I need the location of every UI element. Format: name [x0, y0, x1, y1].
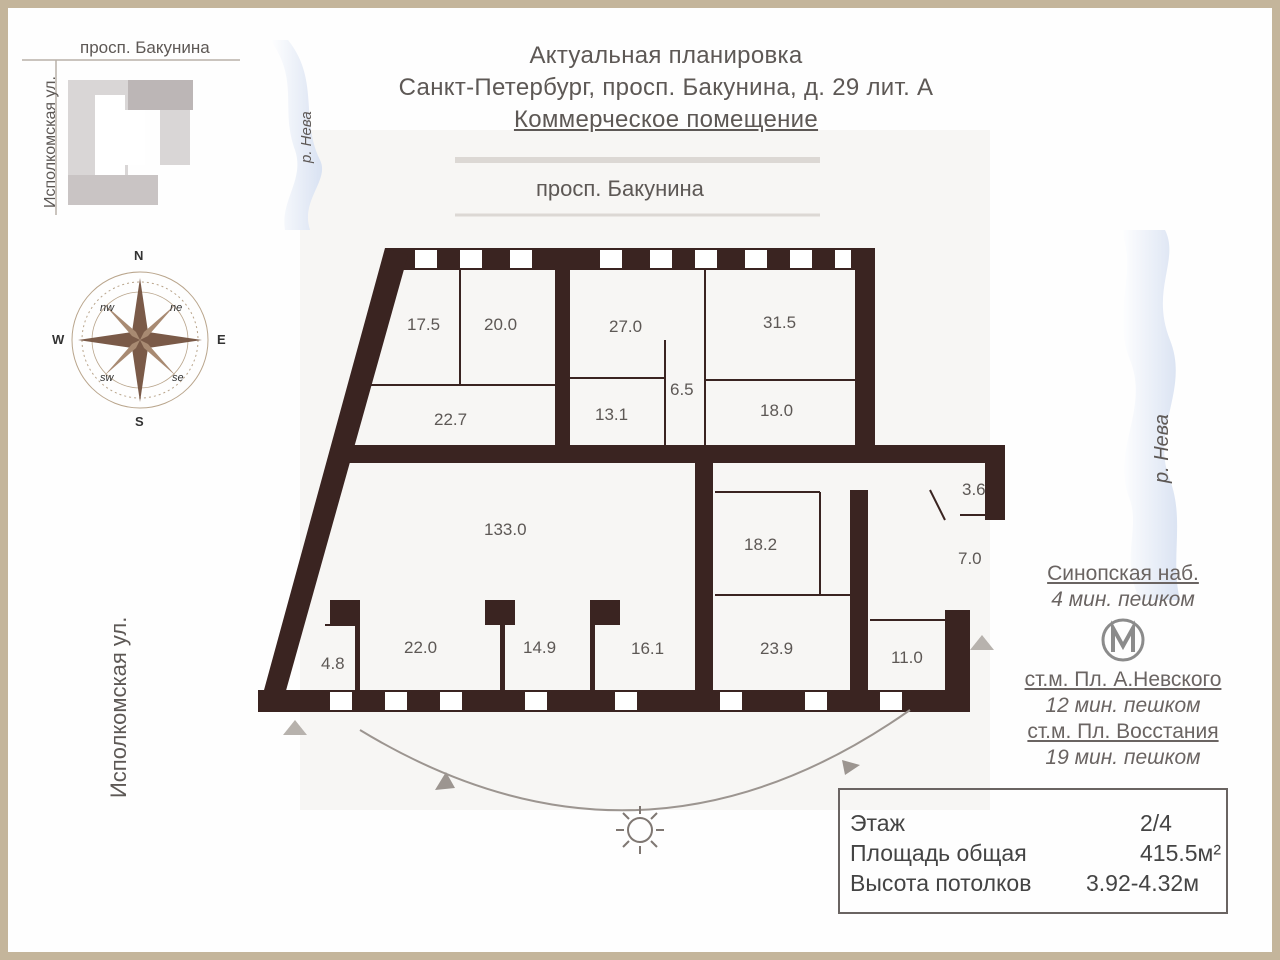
- sun-icon: [616, 806, 664, 854]
- wall-south: [258, 690, 970, 712]
- wall-low-4: [500, 620, 505, 695]
- room-area: 133.0: [484, 520, 527, 539]
- height-value: 3.92-4.32м: [1086, 870, 1200, 896]
- wall-low-5: [590, 620, 595, 695]
- compass-se: se: [172, 372, 184, 384]
- street-label-left-big: Исполкомская ул.: [106, 616, 131, 798]
- wall-east-lower: [945, 610, 970, 710]
- floor-value: 2/4: [1140, 810, 1172, 836]
- interior-partitions: [325, 270, 1003, 626]
- room-area: 20.0: [484, 315, 518, 334]
- area-value: 415.5м²: [1140, 840, 1222, 866]
- wall-v1: [555, 255, 570, 455]
- wall-east-corridor: [855, 445, 1005, 463]
- plan-title: Актуальная планировка: [529, 42, 803, 69]
- wall-v3: [850, 490, 868, 690]
- area-label: Площадь общая: [850, 840, 1027, 866]
- street-label-main-top: просп. Бакунина: [536, 176, 704, 201]
- room-area: 22.7: [434, 410, 468, 429]
- room-area: 6.5: [670, 380, 694, 399]
- metro-stop-2-name: ст.м. Пл. А.Невского: [1024, 668, 1222, 691]
- metro-stop-2-time: 12 мин. пешком: [1045, 694, 1201, 717]
- street-label-top-left: просп. Бакунина: [80, 38, 210, 57]
- wall-east-upper: [855, 248, 875, 463]
- compass-ne: ne: [170, 302, 183, 314]
- river-neva-small: [270, 40, 323, 230]
- room-area: 4.8: [321, 654, 345, 673]
- room-area: 23.9: [760, 639, 794, 658]
- wall-corridor: [345, 445, 865, 463]
- location-mini-map: [22, 59, 240, 215]
- metro-stop-3-time: 19 мин. пешком: [1045, 746, 1201, 769]
- sun-path-arc: [359, 709, 911, 812]
- windows-north: [415, 250, 851, 268]
- room-area: 16.1: [631, 639, 665, 658]
- room-area: 27.0: [609, 317, 643, 336]
- info-panel: Этаж 2/4 Площадь общая 415.5м² Высота по…: [838, 788, 1228, 914]
- floor-plan-sheet: Актуальная планировка Санкт-Петербург, п…: [8, 8, 1272, 952]
- room-area: 18.0: [760, 401, 794, 420]
- river-label-small: р. Нева: [298, 111, 315, 163]
- compass-rose: [71, 271, 209, 409]
- room-area: 18.2: [744, 535, 778, 554]
- entrance-marker-west: [283, 720, 307, 735]
- wall-west: [258, 248, 408, 712]
- wall-east-3-6: [985, 445, 1005, 520]
- sun-path-arrow-right: [842, 760, 860, 775]
- metro-stop-1-time: 4 мин. пешком: [1051, 588, 1195, 611]
- metro-icon: [1101, 618, 1145, 662]
- wall-v2: [695, 455, 713, 695]
- room-area: 11.0: [891, 648, 923, 667]
- windows-south: [330, 692, 902, 710]
- room-area: 13.1: [595, 405, 629, 424]
- floor-label: Этаж: [850, 810, 905, 836]
- room-area: 22.0: [404, 638, 438, 657]
- compass-n: N: [134, 248, 144, 263]
- metro-stop-3-name: ст.м. Пл. Восстания: [1027, 720, 1219, 743]
- room-area: 14.9: [523, 638, 557, 657]
- compass-nw: nw: [100, 302, 115, 314]
- river-neva-big: [1120, 230, 1180, 600]
- floor-plan-drawing: [22, 40, 1180, 854]
- plan-address: Санкт-Петербург, просп. Бакунина, д. 29 …: [398, 74, 934, 101]
- metro-stop-1-name: Синопская наб.: [1047, 562, 1199, 585]
- height-label: Высота потолков: [850, 870, 1032, 896]
- wall-low-6: [355, 620, 360, 695]
- compass-e: E: [217, 332, 226, 347]
- entrance-marker-east: [970, 635, 994, 650]
- room-area: 31.5: [763, 313, 797, 332]
- compass-w: W: [52, 332, 65, 347]
- plan-property-type: Коммерческое помещение: [513, 106, 819, 133]
- room-area: 3.6: [962, 480, 986, 499]
- room-area: 7.0: [958, 549, 982, 568]
- river-label-big: р. Нева: [1151, 414, 1173, 483]
- sun-path-arrow-left: [435, 772, 455, 790]
- room-area: 17.5: [407, 315, 441, 334]
- compass-sw: sw: [100, 372, 114, 384]
- compass-s: S: [135, 414, 144, 429]
- street-label-left-small: Исполкомская ул.: [42, 76, 59, 208]
